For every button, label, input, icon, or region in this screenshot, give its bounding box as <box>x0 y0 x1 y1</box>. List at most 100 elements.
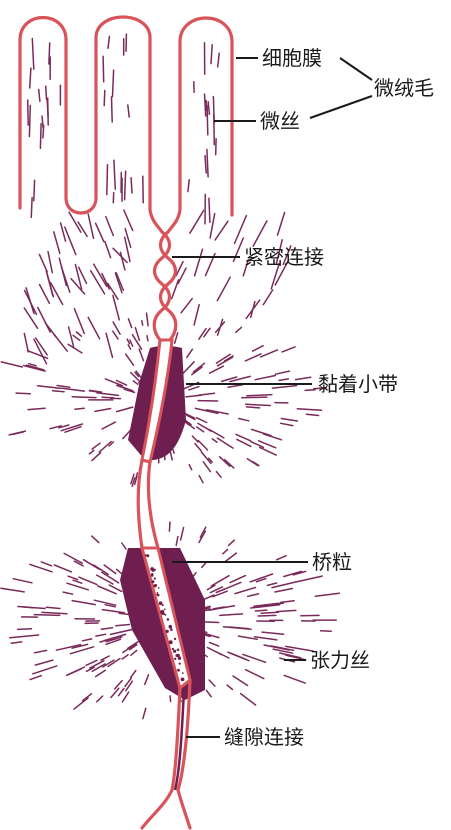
filament-stroke <box>89 450 94 454</box>
desmosome-granule <box>157 594 160 597</box>
filament-stroke <box>122 543 126 549</box>
desmosome-granule <box>174 638 176 640</box>
label-tight-junction: 紧密连接 <box>244 245 324 269</box>
label-tonofilament: 张力丝 <box>310 648 370 672</box>
filament-stroke <box>272 386 296 389</box>
filament-stroke <box>217 277 230 300</box>
filament-stroke <box>46 86 47 99</box>
filament-stroke <box>229 540 235 545</box>
filament-stroke <box>102 610 124 613</box>
filament-stroke <box>31 198 32 218</box>
filament-stroke <box>218 53 220 67</box>
filament-stroke <box>194 305 199 325</box>
filament-stroke <box>95 409 111 412</box>
filament-stroke <box>321 631 332 632</box>
filament-stroke <box>281 419 297 422</box>
filament-stroke <box>83 639 92 641</box>
desmosome-granule <box>154 578 156 580</box>
filament-stroke <box>18 607 45 609</box>
filament-stroke <box>42 116 43 128</box>
filament-stroke <box>40 124 41 149</box>
filament-stroke <box>248 594 259 596</box>
desmosome-granule <box>155 584 157 586</box>
filament-stroke <box>57 386 70 388</box>
filament-stroke <box>131 178 132 193</box>
filament-stroke <box>281 423 293 425</box>
filament-stroke <box>102 397 113 398</box>
filament-stroke <box>275 589 292 593</box>
desmosome-granule <box>159 601 163 605</box>
filament-stroke <box>62 388 84 391</box>
filament-stroke <box>63 592 72 594</box>
filament-stroke <box>199 329 206 340</box>
filament-stroke <box>241 694 256 705</box>
filament-stroke <box>190 211 204 234</box>
filament-stroke <box>88 214 93 238</box>
filament-stroke <box>212 439 217 442</box>
filament-stroke <box>75 408 84 409</box>
filament-stroke <box>32 39 34 70</box>
filament-stroke <box>235 588 256 594</box>
filament-stroke <box>225 553 237 562</box>
filament-stroke <box>84 560 100 570</box>
filament-stroke <box>197 427 204 432</box>
desmosome-granule <box>154 569 156 571</box>
filament-stroke <box>39 254 47 271</box>
filament-stroke <box>251 302 255 318</box>
filament-stroke <box>230 576 245 583</box>
filament-stroke <box>268 583 277 585</box>
desmosome-granule <box>182 672 184 674</box>
filament-stroke <box>193 363 204 372</box>
desmosome-granule <box>151 580 154 583</box>
desmosome-granule <box>150 567 154 571</box>
filament-stroke <box>124 210 133 230</box>
filament-stroke <box>220 457 230 467</box>
filament-stroke <box>255 376 275 380</box>
filament-stroke <box>74 309 84 334</box>
filament-stroke <box>213 607 224 609</box>
filament-stroke <box>71 279 84 294</box>
filament-stroke <box>176 537 178 546</box>
filament-stroke <box>105 242 111 258</box>
filament-stroke <box>72 601 95 605</box>
filament-stroke <box>272 581 298 587</box>
filament-stroke <box>69 212 81 232</box>
filament-stroke <box>103 56 104 82</box>
filament-stroke <box>211 576 229 586</box>
filament-stroke <box>106 217 114 236</box>
filament-stroke <box>109 585 121 591</box>
filament-stroke <box>192 367 202 375</box>
filament-stroke <box>233 676 248 686</box>
filament-stroke <box>46 607 60 608</box>
filament-stroke <box>170 696 171 702</box>
filament-stroke <box>227 685 232 689</box>
filament-stroke <box>94 264 107 286</box>
filament-stroke <box>99 442 111 453</box>
filament-stroke <box>181 528 184 540</box>
filament-stroke <box>122 692 128 702</box>
filament-stroke <box>213 97 214 124</box>
desmosome-granule <box>179 663 181 665</box>
filament-stroke <box>260 447 277 455</box>
filament-stroke <box>73 335 80 340</box>
filament-stroke <box>67 667 85 675</box>
filament-stroke <box>34 615 59 616</box>
filament-stroke <box>223 549 228 553</box>
filament-stroke <box>48 252 52 273</box>
filament-stroke <box>41 562 51 566</box>
filament-stroke <box>135 328 139 341</box>
filament-stroke <box>113 248 127 262</box>
filament-stroke <box>147 336 148 341</box>
filament-stroke <box>132 335 141 350</box>
filament-stroke <box>189 387 199 390</box>
filament-stroke <box>195 249 203 276</box>
filament-stroke <box>209 430 224 438</box>
filament-stroke <box>210 214 215 238</box>
filament-stroke <box>104 91 105 106</box>
filament-stroke <box>24 334 28 352</box>
filament-stroke <box>111 688 119 697</box>
filament-stroke <box>127 339 129 343</box>
filament-stroke <box>96 670 106 676</box>
filament-stroke <box>108 36 109 48</box>
filament-stroke <box>296 377 311 379</box>
